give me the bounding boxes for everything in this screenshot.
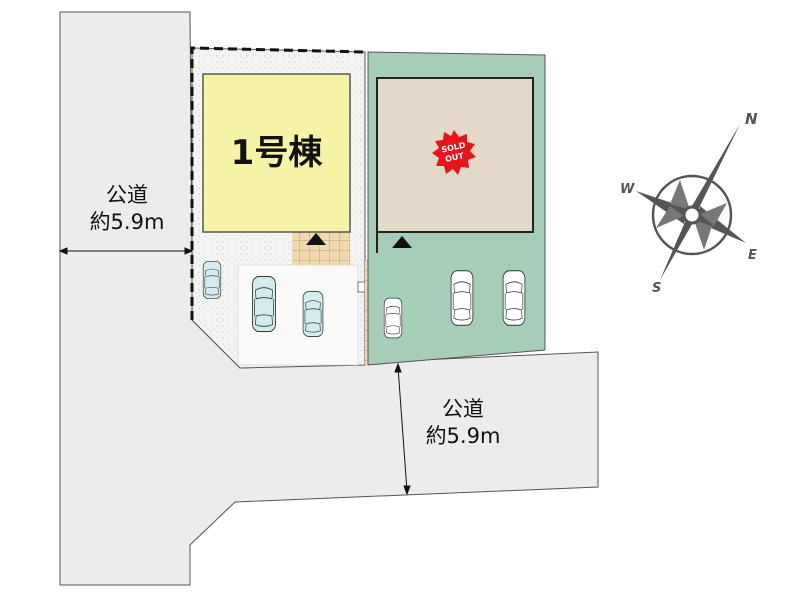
building-1-label: 1号棟 [230,133,323,173]
entrance-arrow-2 [392,236,412,248]
car [450,270,474,326]
car [383,297,403,339]
road-label-bottom: 公道 約5.9m [398,396,528,450]
building-1 [202,73,351,233]
sold-badge-burst [432,130,476,175]
entrance-arrow-1 [306,233,326,245]
entrance-tiles [292,232,350,265]
road-width-arrow-left [58,247,194,255]
car [251,275,277,333]
car [202,261,222,299]
compass-w: W [620,182,635,197]
sold-line2: OUT [444,151,465,164]
road-width: 約5.9m [89,210,165,234]
road-label-left: 公道 約5.9m [62,182,192,236]
compass-e: E [748,248,757,263]
compass-rose: N S W E [620,110,758,296]
car [302,291,324,337]
road-width-arrow-bottom [394,362,411,496]
car [502,270,526,326]
road-width: 約5.9m [425,424,501,448]
road-name: 公道 [442,397,484,421]
compass-s: S [652,281,661,296]
road-name: 公道 [106,183,148,207]
compass-n: N [745,110,758,128]
